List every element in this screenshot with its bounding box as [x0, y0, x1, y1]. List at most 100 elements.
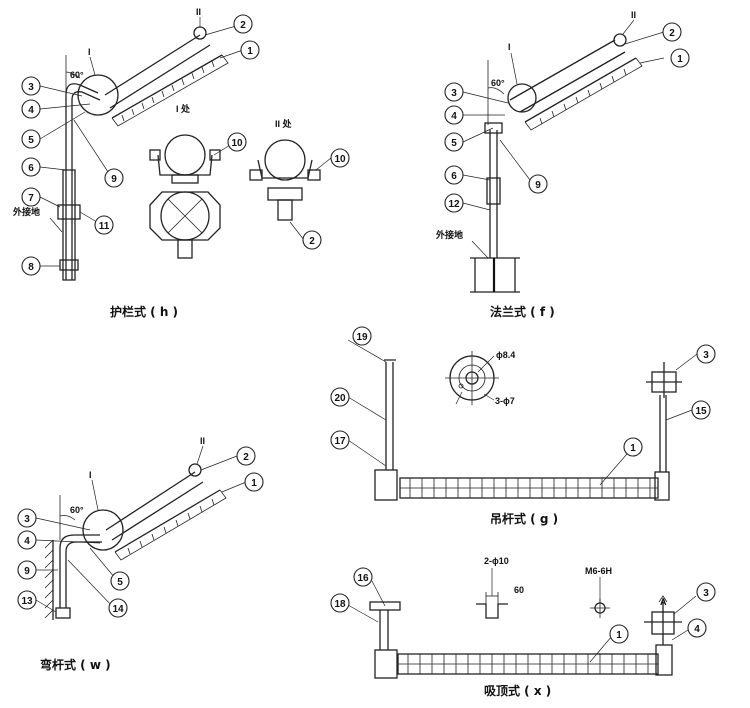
bubble: 13	[17, 590, 37, 610]
bubble: 17	[330, 430, 350, 450]
bent-pole	[59, 534, 102, 608]
lamp-body-w	[105, 471, 221, 553]
svg-text:3: 3	[703, 588, 709, 599]
end-box-left	[374, 469, 398, 501]
svg-text:6: 6	[451, 171, 457, 182]
svg-text:5: 5	[28, 135, 34, 146]
bubble: 8	[21, 256, 41, 276]
end-box-right	[654, 471, 670, 501]
svg-text:3: 3	[451, 88, 457, 99]
svg-text:2: 2	[240, 20, 246, 31]
svg-text:9: 9	[111, 174, 117, 185]
svg-text:6: 6	[28, 163, 34, 174]
bubble: 6	[444, 165, 464, 185]
caption-g: 吊杆式 ( g )	[490, 511, 558, 526]
svg-text:9: 9	[24, 566, 30, 577]
angle-label: 60°	[70, 70, 84, 80]
svg-text:4: 4	[24, 536, 30, 547]
svg-text:10: 10	[231, 138, 243, 149]
bubble: 2	[662, 22, 682, 42]
bubble: 5	[110, 571, 130, 591]
svg-text:3: 3	[24, 514, 30, 525]
detail-2-clamp	[257, 159, 313, 179]
svg-text:4: 4	[28, 105, 34, 116]
bubble: 11	[94, 215, 114, 235]
svg-text:1: 1	[630, 443, 636, 454]
panel-f: 60° I II 外接地 法兰式 ( f )	[435, 10, 665, 319]
svg-text:4: 4	[451, 111, 457, 122]
svg-text:16: 16	[357, 573, 369, 584]
detail-2-title: II 处	[275, 118, 293, 129]
lamp-fins	[111, 54, 229, 127]
bubble: 18	[330, 593, 350, 613]
bubble: 10	[330, 148, 350, 168]
svg-text:20: 20	[334, 393, 346, 404]
end-box-x-right	[655, 644, 673, 676]
angle-label-f: 60°	[491, 78, 505, 88]
bubble: 3	[696, 344, 716, 364]
svg-text:18: 18	[334, 599, 346, 610]
end-box-x-left	[374, 649, 398, 679]
bubble: 2	[233, 14, 253, 34]
bubble: 19	[352, 326, 372, 346]
ground-label-h: 外接地	[12, 206, 40, 217]
roman-2-f: II	[631, 10, 636, 20]
detail-2-pipe	[264, 139, 306, 181]
svg-text:5: 5	[117, 577, 123, 588]
bubble: 5	[444, 132, 464, 152]
bubble: 1	[609, 624, 629, 644]
svg-text:8: 8	[28, 262, 34, 273]
bubble: 1	[623, 437, 643, 457]
svg-text:3: 3	[28, 82, 34, 93]
dim-m6: M6-6H	[585, 566, 612, 576]
dim-a: A	[660, 597, 667, 607]
elbow	[65, 83, 101, 101]
detail-1-clamp	[157, 154, 213, 176]
dim-phi84: ϕ8.4	[496, 350, 515, 360]
bubble: 16	[353, 567, 373, 587]
bubble: 2	[302, 230, 322, 250]
detail-1-title: I 处	[176, 103, 191, 114]
bubble: 3	[696, 582, 716, 602]
slot-detail	[476, 603, 508, 619]
roman-2: II	[196, 7, 201, 17]
pole-f	[489, 130, 498, 258]
svg-text:7: 7	[28, 193, 34, 204]
svg-text:1: 1	[247, 46, 253, 57]
bubble: 1	[670, 48, 690, 68]
pole-sleeve	[62, 169, 76, 281]
panel-w: 60° I II 弯杆式 ( w )	[35, 436, 247, 672]
bubble: 10	[227, 132, 247, 152]
callout-bubbles: 2 1 3 4 5 6 7 8 9 11 10 10 2 2 1 3 4 5 6…	[17, 14, 716, 644]
caption-w: 弯杆式 ( w )	[40, 657, 111, 672]
bubble: 9	[17, 560, 37, 580]
caption-h: 护栏式 ( h )	[110, 304, 178, 319]
detail-circle-1	[77, 74, 119, 116]
ground-label-f: 外接地	[435, 229, 463, 240]
svg-text:1: 1	[251, 478, 257, 489]
svg-text:2: 2	[309, 236, 315, 247]
bubble: 2	[236, 446, 256, 466]
panel-x: A 2-ϕ10 60 M6-6H 吸顶式 ( x )	[347, 556, 697, 698]
bubble: 4	[444, 105, 464, 125]
bubble: 6	[21, 157, 41, 177]
bubble: 5	[21, 129, 41, 149]
detail-1-box	[149, 191, 221, 241]
bubble: 1	[240, 40, 260, 60]
dim-3phi7: 3-ϕ7	[495, 396, 515, 406]
bubble: 9	[528, 174, 548, 194]
detail-circle-2	[193, 26, 207, 40]
svg-text:2: 2	[669, 28, 675, 39]
dim-2phi10: 2-ϕ10	[484, 556, 509, 566]
bubble: 3	[17, 508, 37, 528]
svg-text:15: 15	[695, 406, 707, 417]
detail-circle-f1	[507, 83, 537, 113]
svg-text:5: 5	[451, 138, 457, 149]
roman-1: I	[88, 47, 91, 57]
panel-g: ϕ8.4 3-ϕ7 吊杆式 ( g )	[347, 339, 698, 526]
roman-2-w: II	[200, 436, 205, 446]
svg-text:11: 11	[99, 221, 110, 232]
svg-text:1: 1	[677, 54, 683, 65]
